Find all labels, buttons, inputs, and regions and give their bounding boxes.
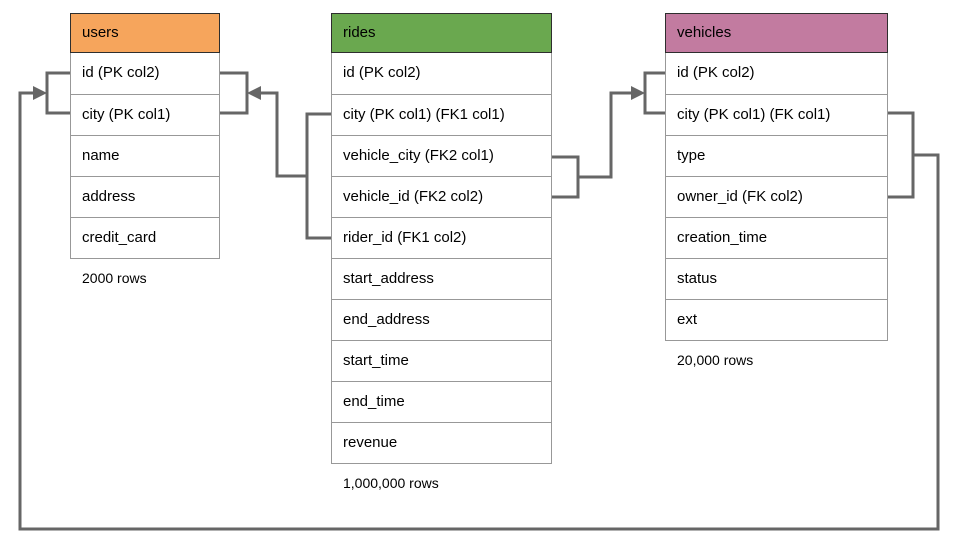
table-header: vehicles: [665, 13, 888, 53]
table-column-row: credit_card: [71, 217, 219, 258]
table-column-row: end_address: [332, 299, 551, 340]
fk2-vehicles-bracket: [643, 71, 665, 115]
table-columns: id (PK col2)city (PK col1) (FK1 col1)veh…: [331, 53, 552, 464]
table-vehicles: vehicles id (PK col2)city (PK col1) (FK …: [665, 13, 888, 368]
table-column-row: revenue: [332, 422, 551, 463]
table-column-row: start_time: [332, 340, 551, 381]
table-column-row: city (PK col1) (FK1 col1): [332, 94, 551, 135]
table-row-count: 20,000 rows: [677, 352, 754, 368]
table-column-row: status: [666, 258, 887, 299]
table-column-row: id (PK col2): [71, 53, 219, 94]
fk2-rides-bracket: [552, 155, 580, 199]
table-column-row: city (PK col1): [71, 94, 219, 135]
fk-vehicles-bracket: [888, 111, 915, 199]
fk-loop-path: [18, 91, 940, 531]
table-row-count: 1,000,000 rows: [343, 475, 439, 491]
table-column-row: rider_id (FK1 col2): [332, 217, 551, 258]
table-column-row: creation_time: [666, 217, 887, 258]
table-column-row: city (PK col1) (FK col1): [666, 94, 887, 135]
fk1-elbow-path: [258, 91, 307, 178]
table-column-row: id (PK col2): [666, 53, 887, 94]
fk2-arrowhead-right: [631, 86, 645, 100]
table-header: rides: [331, 13, 552, 53]
fk1-arrowhead-left: [247, 86, 261, 100]
table-rides: rides id (PK col2)city (PK col1) (FK1 co…: [331, 13, 552, 491]
fk-arrowhead-right: [33, 86, 47, 100]
table-column-row: end_time: [332, 381, 551, 422]
table-column-row: vehicle_city (FK2 col1): [332, 135, 551, 176]
fk2-elbow-path: [578, 91, 634, 179]
table-column-row: name: [71, 135, 219, 176]
table-row-count: 2000 rows: [82, 270, 147, 286]
table-column-row: ext: [666, 299, 887, 340]
fk-users-bracket: [45, 71, 70, 115]
table-column-row: address: [71, 176, 219, 217]
fk1-users-bracket: [220, 71, 249, 115]
table-column-row: owner_id (FK col2): [666, 176, 887, 217]
table-column-row: type: [666, 135, 887, 176]
table-header: users: [70, 13, 220, 53]
table-column-row: start_address: [332, 258, 551, 299]
table-columns: id (PK col2)city (PK col1) (FK col1)type…: [665, 53, 888, 341]
table-column-row: id (PK col2): [332, 53, 551, 94]
fk1-rides-bracket: [305, 112, 331, 240]
table-column-row: vehicle_id (FK2 col2): [332, 176, 551, 217]
